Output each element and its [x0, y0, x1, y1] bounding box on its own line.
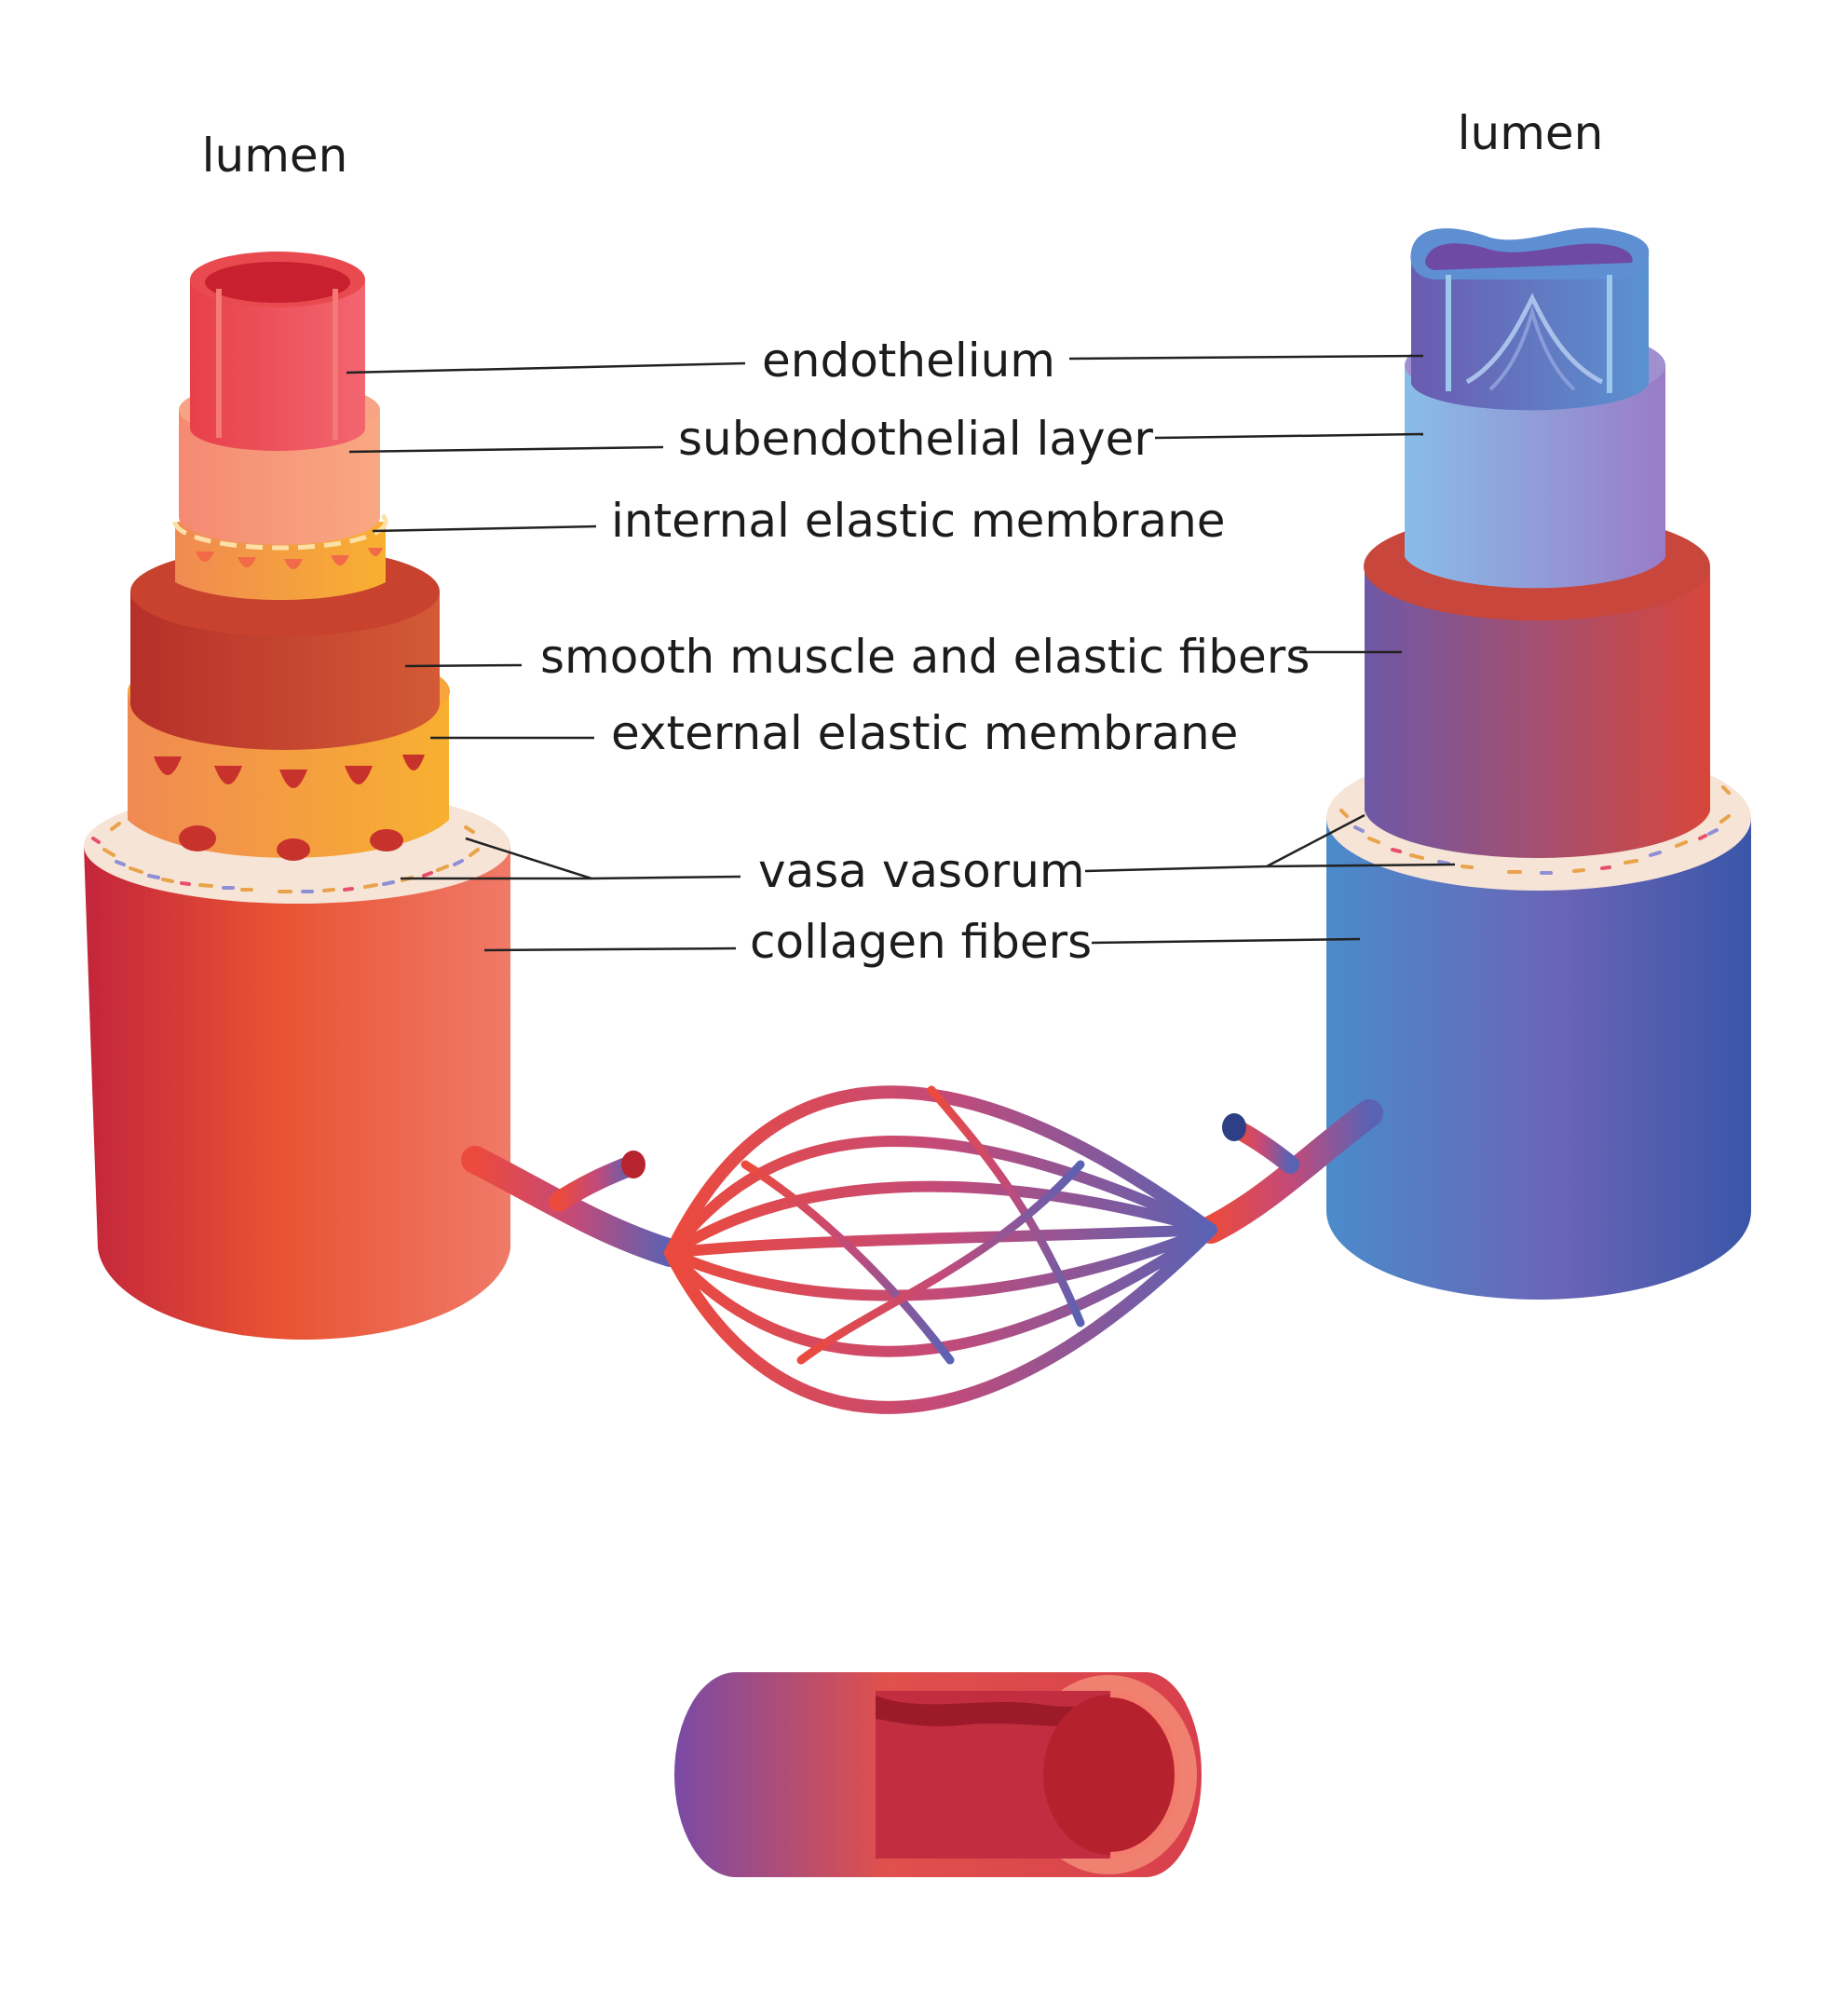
leader-subendothelial-artery	[348, 445, 664, 454]
artery-endothelium	[190, 252, 365, 451]
leader-subendothelial-vein	[1154, 432, 1424, 440]
endothelium-label: endothelium	[762, 334, 1056, 388]
leader-endothelium-artery	[346, 361, 746, 375]
leader-vasa-vasorum-vein-a	[1084, 813, 1366, 873]
vein-endothelium	[1410, 227, 1650, 411]
capillary-cross-section	[674, 1672, 1202, 1877]
vasa-vasorum-label: vasa vasorum	[758, 844, 1085, 898]
leader-smooth-muscle-artery	[404, 663, 523, 668]
vein-lumen-label: lumen	[1457, 106, 1604, 160]
artery-vasa-vasorum	[91, 822, 480, 893]
vessel-openings	[621, 1113, 1246, 1178]
artery-illustration	[84, 252, 510, 1340]
capillary-network	[461, 1085, 1383, 1414]
subendothelial-layer-label: subendothelial layer	[678, 412, 1153, 466]
artery-lumen-label: lumen	[201, 129, 348, 183]
leader-collagen-vein	[1091, 937, 1361, 945]
external-elastic-membrane-label: external elastic membrane	[611, 706, 1239, 760]
leader-internal-elastic	[372, 524, 597, 533]
collagen-fibers-label: collagen fibers	[750, 915, 1093, 969]
vein-illustration	[1326, 227, 1751, 1300]
internal-elastic-membrane-label: internal elastic membrane	[611, 494, 1226, 548]
vein-vasa-vasorum	[1339, 785, 1731, 875]
leader-collagen-artery	[483, 947, 737, 952]
leader-lines	[346, 354, 1456, 952]
artery-internal-elastic-membrane	[172, 493, 388, 601]
artery-collagen-layer	[84, 788, 510, 1340]
leader-endothelium-vein	[1068, 354, 1424, 361]
smooth-muscle-label: smooth muscle and elastic fibers	[540, 630, 1311, 684]
leader-vasa-vasorum-vein-b	[1266, 863, 1456, 868]
